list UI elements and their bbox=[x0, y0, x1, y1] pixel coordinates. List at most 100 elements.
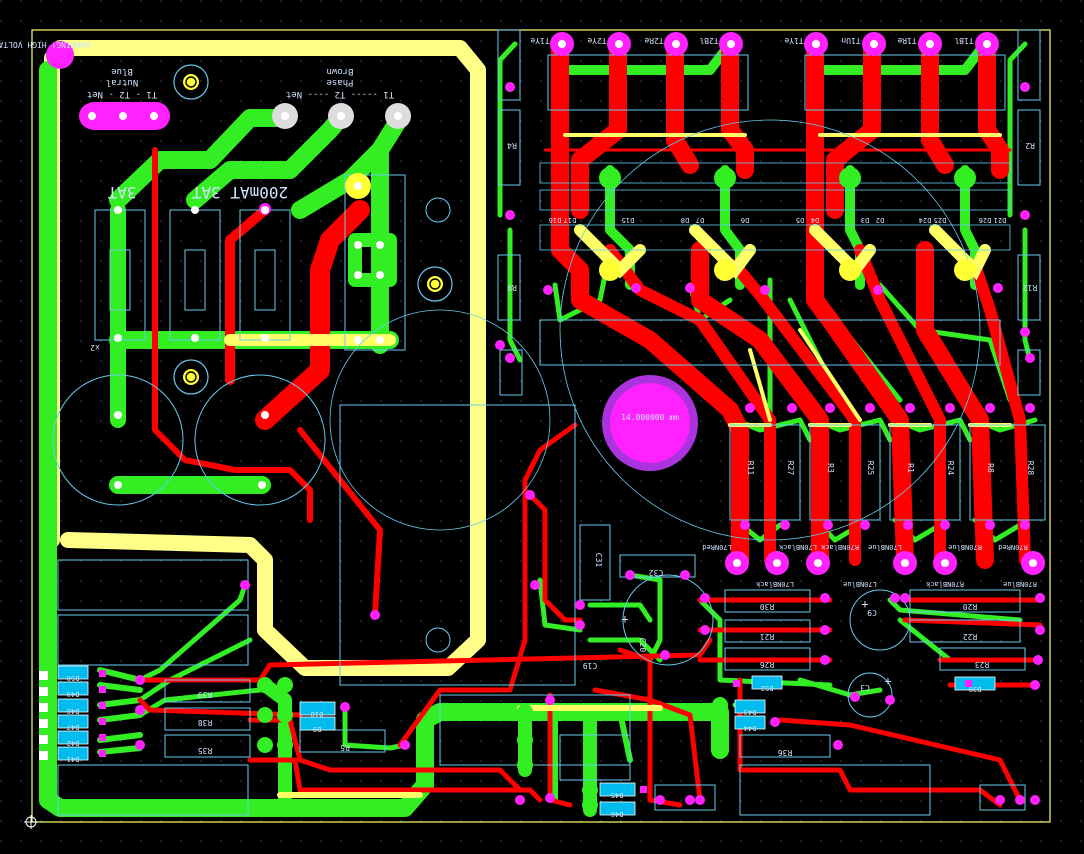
vias bbox=[135, 82, 1045, 805]
diode-label: D49 bbox=[67, 690, 80, 698]
diode-label: D5 bbox=[796, 216, 804, 224]
neutral-title: T1 - T2 - Net bbox=[87, 89, 157, 99]
diode-label: D6 bbox=[741, 216, 749, 224]
diode-label: D41 bbox=[67, 755, 80, 763]
board-outline bbox=[31, 29, 1051, 823]
output-label-lower: L70NBlue bbox=[843, 580, 877, 588]
top-connector-labels: T1Ye T2Ye T2Re T2Bl T1Ye T1Un T1Re T1Bl bbox=[530, 36, 973, 45]
fuse-label-1: 3AT bbox=[107, 183, 136, 202]
resistor-label: R21 bbox=[760, 632, 775, 641]
resistor-label: R8 bbox=[986, 463, 995, 473]
diode-label: D9 bbox=[313, 725, 321, 733]
connector-label: T1Re bbox=[897, 36, 916, 45]
resistor-label: R5 bbox=[340, 743, 350, 752]
connector-label: T1Ye bbox=[530, 36, 549, 45]
capacitor-label: C3 bbox=[860, 683, 870, 692]
output-label: R70NRed bbox=[998, 543, 1028, 551]
capacitor-label: C19 bbox=[583, 661, 598, 670]
polarity-mark: + bbox=[861, 597, 868, 611]
resistor-label: R20 bbox=[963, 602, 978, 611]
diode-label: D45 bbox=[611, 791, 624, 799]
diode-label: D21 bbox=[994, 216, 1007, 224]
connector-label: T1Bl bbox=[954, 36, 973, 45]
output-label: R70NBlack bbox=[820, 543, 859, 551]
diode-label: D50 bbox=[67, 674, 80, 682]
diode-label: D8 bbox=[681, 216, 689, 224]
resistor-label: R27 bbox=[786, 461, 795, 476]
side-label-r4: R4 bbox=[507, 141, 517, 150]
diode-label: D17 bbox=[564, 216, 577, 224]
output-label: L70NBlue bbox=[868, 543, 902, 551]
connector-label: T2Re bbox=[644, 36, 663, 45]
neutral-sub1: Nutral bbox=[106, 77, 139, 87]
diode-label: D26 bbox=[979, 216, 992, 224]
large-mounting-hole bbox=[602, 375, 698, 471]
diode-label: D15 bbox=[622, 216, 635, 224]
side-label-r2: R2 bbox=[1025, 141, 1035, 150]
resistor-label: R25 bbox=[866, 461, 875, 476]
output-label: L70NBlack bbox=[778, 543, 817, 551]
connector-label: T2Ye bbox=[587, 36, 606, 45]
resistor-column-labels: R11 R27 R3 R25 R1 R24 R8 R28 bbox=[746, 461, 1035, 476]
diode-bodies bbox=[57, 665, 996, 816]
diode-label: D10 bbox=[311, 710, 324, 718]
silkscreen-layer bbox=[52, 29, 1046, 816]
resistor-label: R11 bbox=[746, 461, 755, 476]
output-label-lower: L70NBlack bbox=[755, 580, 794, 588]
output-label-lower: R70NBlack bbox=[925, 580, 964, 588]
diode-label: D4 bbox=[811, 216, 819, 224]
diode-label: D3 bbox=[861, 216, 869, 224]
connector-label: T1Ye bbox=[784, 36, 803, 45]
phase-sub1: Phase bbox=[326, 77, 353, 87]
polarity-mark: + bbox=[884, 674, 891, 688]
fuse-label-2: 200mAT 3AT bbox=[191, 183, 288, 202]
resistor-label: R30 bbox=[760, 602, 775, 611]
diode-label: D16 bbox=[549, 216, 562, 224]
pads bbox=[39, 32, 1045, 813]
fuse-label-x2: x2 bbox=[90, 343, 100, 352]
diode-label: D43 bbox=[744, 708, 757, 716]
hole-dimension: 14.000000 mm bbox=[621, 413, 679, 422]
side-label-r9: R9 bbox=[507, 283, 517, 292]
resistor-label: R22 bbox=[963, 632, 978, 641]
phase-title: T1 ----- T2 ---- Net bbox=[286, 89, 394, 99]
diode-label: D48 bbox=[67, 707, 80, 715]
resistor-label: R3 bbox=[826, 463, 835, 473]
connector-label: T1Un bbox=[841, 36, 860, 45]
diode-label: D24 bbox=[919, 216, 932, 224]
resistor-label: R1 bbox=[906, 463, 915, 473]
diode-label: D44 bbox=[744, 724, 757, 732]
polarity-mark: + bbox=[621, 612, 628, 626]
diode-label: D7 bbox=[696, 216, 704, 224]
diode-label: D25 bbox=[934, 216, 947, 224]
resistor-label: R39 bbox=[198, 690, 213, 699]
output-label: R70NBlue bbox=[948, 543, 982, 551]
neutral-sub2: Blue bbox=[111, 66, 133, 76]
resistor-label: R35 bbox=[198, 746, 213, 755]
output-label: L70NRed bbox=[702, 543, 732, 551]
origin-marker bbox=[24, 815, 38, 829]
diode-label: D47 bbox=[67, 723, 80, 731]
capacitor-label: C9 bbox=[867, 608, 877, 617]
resistor-label: R24 bbox=[946, 461, 955, 476]
diode-label: D2 bbox=[876, 216, 884, 224]
side-label-r12: R12 bbox=[1023, 283, 1038, 292]
resistor-label: R36 bbox=[778, 748, 793, 757]
connector-label: T2Bl bbox=[699, 36, 718, 45]
resistor-label: R28 bbox=[1026, 461, 1035, 476]
capacitor-label: C20 bbox=[638, 638, 647, 653]
diode-label: D39 bbox=[969, 685, 982, 693]
resistor-label: R26 bbox=[760, 660, 775, 669]
silkscreen-text: WARNING! HIGH VOLTAGE T1 - T2 - Net Nutr… bbox=[0, 40, 1037, 422]
diode-label: D46 bbox=[611, 810, 624, 818]
diode-label: D52 bbox=[761, 684, 774, 692]
diode-label: D42 bbox=[67, 739, 80, 747]
resistor-label: R38 bbox=[198, 718, 213, 727]
mounting-holes bbox=[173, 64, 453, 395]
output-label-lower: R70NBlue bbox=[1003, 580, 1037, 588]
